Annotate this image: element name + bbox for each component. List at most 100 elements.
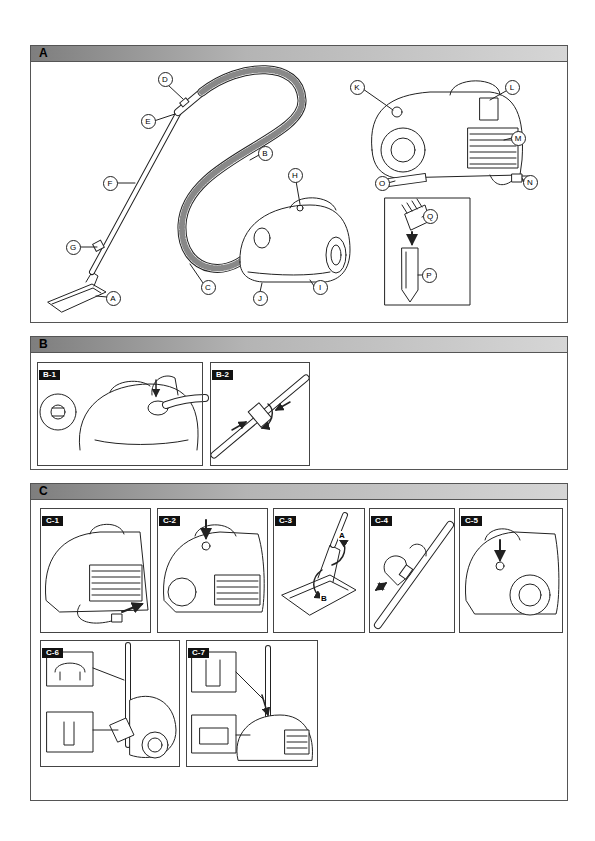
leader-lines-part [154, 114, 175, 121]
callout-letter-text: J [254, 292, 267, 305]
c1-figure-part [92, 571, 140, 595]
c3-figure [282, 515, 356, 615]
callout-letter: D [158, 72, 173, 87]
step-tag: B-2 [212, 370, 233, 380]
callout-letter: F [103, 176, 118, 191]
c6-figure-part [148, 738, 162, 752]
vacuum-rear-view-part [490, 175, 513, 185]
c1-figure-part [90, 524, 124, 534]
vacuum-body-part [326, 237, 346, 273]
callout-letter: L [505, 80, 520, 95]
handle-part [180, 98, 189, 107]
callout-letter-text: H [289, 169, 302, 182]
callout-letter-text: G [67, 241, 80, 254]
b1-figure-part [166, 398, 205, 405]
callout-letter-text: L [506, 81, 519, 94]
accessory-inset-part [406, 252, 407, 288]
c6-figure-part [64, 722, 74, 745]
b1-figure [40, 376, 205, 450]
step-panel: B-2 [210, 362, 310, 466]
c5-figure-part [465, 532, 558, 614]
callout-letter: K [350, 80, 365, 95]
callout-letter-text: A [107, 292, 120, 305]
c2-figure-part [168, 578, 196, 606]
callout-letter-text: I [314, 281, 327, 294]
vacuum-body-part [240, 205, 350, 282]
c4-figure-part [378, 525, 450, 625]
callout-letter-text: P [423, 269, 436, 282]
b1-figure-part [51, 405, 65, 419]
callout-letter: O [375, 176, 390, 191]
c5-figure-part [496, 562, 504, 570]
c7-figure-part [192, 715, 236, 753]
callout-letter-text: D [159, 73, 172, 86]
c3-figure-part [333, 515, 345, 545]
vacuum-body-part [248, 272, 330, 275]
c6-figure-part [142, 732, 168, 758]
c4-figure-part [376, 583, 386, 590]
b2-figure-part [276, 402, 290, 410]
b1-figure-part [166, 398, 205, 405]
tube-part [92, 110, 180, 272]
c6-figure [47, 645, 176, 758]
vacuum-rear-view-part [512, 174, 522, 182]
c4-figure-part [399, 565, 413, 579]
accessory-inset-part [402, 248, 418, 302]
vacuum-rear-view-part [381, 128, 425, 172]
callout-letter-text: E [142, 115, 155, 128]
b2-figure-part [214, 378, 306, 455]
callout-letter: J [253, 291, 268, 306]
step-tag: C-7 [188, 648, 209, 658]
callout-letter-text: M [512, 132, 525, 145]
accessory-inset-part [402, 199, 422, 213]
handle-part [178, 92, 202, 112]
b1-figure-part [40, 394, 76, 430]
vacuum-rear-view-part [480, 98, 498, 120]
handle [178, 92, 202, 112]
step-panel: C-1 [40, 508, 151, 633]
handle-part [178, 92, 202, 112]
vacuum-rear-view-part [470, 134, 516, 164]
b1-figure-part [110, 381, 150, 392]
c1-figure-part [77, 605, 115, 623]
c7-figure-part [192, 652, 236, 692]
c3-figure-part [332, 540, 345, 565]
accessory-inset [385, 198, 470, 305]
leader-lines-part [363, 89, 393, 110]
c2-figure-part [205, 520, 207, 538]
b1-figure-part [152, 376, 178, 395]
c1-figure-part [90, 565, 142, 601]
c2-figure [163, 520, 264, 612]
callout-letter: G [66, 240, 81, 255]
c1-figure [45, 524, 148, 623]
callout-letter: A [106, 291, 121, 306]
step-panel: C-5 [459, 508, 563, 633]
section-frame: BB-1B-2 [30, 336, 568, 470]
tube-part [93, 240, 105, 251]
callout-letter-text: Q [424, 210, 437, 223]
callout-letter-text: F [104, 177, 117, 190]
vacuum-body-part [297, 205, 303, 211]
leader-lines-part [168, 85, 183, 99]
leader-lines-part [79, 247, 97, 248]
vacuum-rear-view-part [450, 81, 500, 95]
b1-figure-part [52, 408, 64, 416]
section-frame: ADKLEMBHFONQGPCIJA [30, 45, 568, 323]
c5-figure-part [485, 529, 520, 540]
step-tag: C-5 [461, 516, 482, 526]
vacuum-body-part [254, 228, 270, 248]
c1-figure-part [45, 532, 148, 612]
c1-figure-part [112, 614, 122, 622]
vacuum-rear-view-part [388, 173, 427, 186]
b2-figure-part [248, 403, 272, 427]
section-heading: A [31, 46, 567, 62]
nozzle-part [48, 284, 106, 312]
callout-letter: E [141, 114, 156, 129]
step-tag: C-6 [42, 648, 63, 658]
callout-letter: H [288, 168, 303, 183]
callout-letter: M [511, 131, 526, 146]
vacuum-body [240, 198, 350, 282]
step-panel: C-4 [369, 508, 455, 633]
step-tag: B-1 [39, 370, 60, 380]
